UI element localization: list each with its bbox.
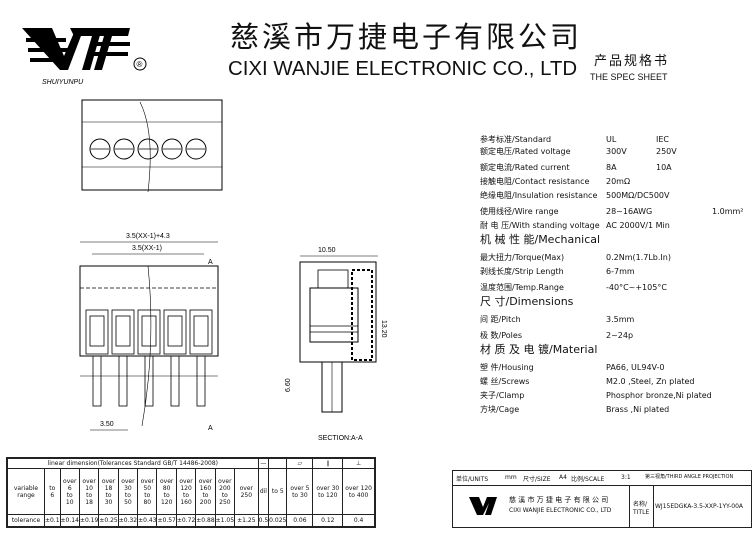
company-name-en: CIXI WANJIE ELECTRONIC CO., LTD	[228, 58, 578, 80]
size-label: 尺寸/SIZE	[523, 476, 551, 483]
geo-label: dil	[257, 468, 270, 515]
geo-range-cell: over 120 to 400	[342, 468, 375, 515]
top-view-drawing	[81, 99, 223, 193]
section-label: SECTION:A-A	[318, 435, 363, 442]
section-view-drawing: 10.50 13.20 6.60 SECTION:A-A	[285, 247, 387, 442]
geo-range-cell: to 5	[268, 468, 288, 515]
dim-pin-length: 6.60	[285, 378, 292, 392]
scale-value: 3:1	[621, 474, 631, 481]
dim-overall-length: 3.5(XX-1)+4.3	[126, 233, 170, 240]
part-number: WJ15EDGKA-3.5-XXP-1YY-00A	[655, 503, 743, 510]
dim-height: 13.20	[380, 320, 387, 338]
tolerance-label: tolerance	[7, 514, 45, 527]
section-title-dimensions: 尺 寸/Dimensions	[480, 295, 574, 308]
section-title-mechanical: 机 械 性 能/Mechanical	[480, 233, 601, 246]
projection-label: 第三视角/THIRD ANGLE PROJECTION	[645, 474, 734, 480]
section-mark-top: A	[208, 259, 213, 266]
name-label: 名称/	[633, 501, 648, 508]
section-mark-bottom: A	[208, 425, 213, 432]
variable-range-label: variable range	[7, 468, 45, 515]
dim-pitch-span: 3.5(XX-1)	[132, 245, 162, 252]
dim-width: 10.50	[318, 247, 336, 254]
section-title-material: 材 质 及 电 镀/Material	[480, 343, 598, 356]
units-value: mm	[505, 474, 517, 481]
titleblock-logo	[467, 489, 499, 521]
geo-range-cell: over 30 to 120	[312, 468, 344, 515]
range-cell: over 250	[234, 468, 259, 515]
title-block: 单位/UNITS mm 尺寸/SIZE A4 比例/SCALE 3:1 第三视角…	[452, 470, 752, 528]
scale-label: 比例/SCALE	[571, 476, 605, 483]
dim-pitch: 3.50	[100, 421, 114, 428]
logo-text: SHUIYUNPU	[42, 79, 84, 86]
spec-sheet-title-cn: 产品规格书	[594, 54, 670, 69]
spec-sheet-title-en: THE SPEC SHEET	[590, 72, 668, 82]
units-label: 单位/UNITS	[456, 476, 489, 483]
tolerance-title: linear dimension(Tolerances Standard GB/…	[7, 458, 259, 469]
tolerance-table: linear dimension(Tolerances Standard GB/…	[6, 457, 376, 528]
company-name-cn: 慈溪市万捷电子有限公司	[230, 20, 583, 54]
titleblock-company-cn: 慈 溪 市 万 捷 电 子 有 限 公 司	[509, 496, 609, 504]
titleblock-company-en: CIXI WANJIE ELECTRONIC CO., LTD	[509, 507, 612, 514]
registered-mark: ®	[137, 60, 143, 69]
company-logo: SHUIYUNPU ®	[12, 8, 152, 92]
front-view-drawing: 3.5(XX-1)+4.3 3.5(XX-1) A 3.50 A	[79, 233, 219, 432]
size-value: A4	[559, 474, 567, 481]
title-label: TITLE	[633, 509, 650, 516]
geo-range-cell: over 5 to 30	[286, 468, 314, 515]
